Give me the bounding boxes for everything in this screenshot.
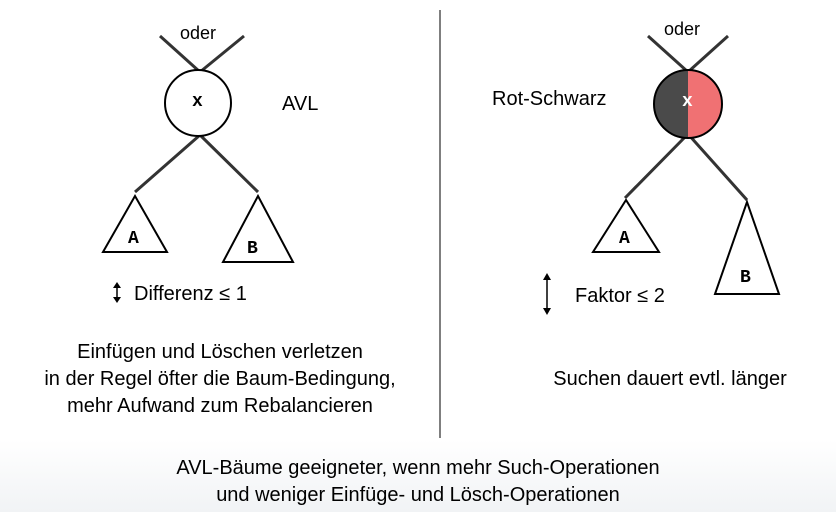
rb-note: Suchen dauert evtl. länger — [553, 368, 787, 390]
rb-balance-text: Faktor ≤ 2 — [575, 285, 665, 307]
avl-subtree-a-triangle — [101, 193, 169, 253]
parent-edge-left — [158, 34, 202, 74]
avl-top-label: oder — [180, 23, 217, 43]
avl-subtree-b-triangle — [221, 193, 295, 263]
edge-to-b — [686, 133, 749, 201]
red-black-tree — [623, 34, 749, 201]
rb-subtree-b-label: B — [740, 268, 751, 288]
rb-node-label: x — [682, 92, 693, 112]
avl-node-x — [164, 69, 232, 137]
avl-note-line-3: mehr Aufwand zum Rebalancieren — [67, 395, 373, 417]
rb-tree-name: Rot-Schwarz — [492, 88, 607, 110]
small-double-arrow-icon — [113, 282, 121, 303]
rb-top-label: oder — [664, 19, 701, 39]
bottom-band — [0, 440, 836, 512]
conclusion-line-1: AVL-Bäume geeigneter, wenn mehr Such-Ope… — [176, 457, 660, 479]
avl-balance-text: Differenz ≤ 1 — [134, 283, 247, 305]
avl-tree-name: AVL — [282, 93, 319, 115]
conclusion-line-2: und weniger Einfüge- und Lösch-Operation… — [216, 484, 620, 506]
avl-node-label: x — [192, 92, 203, 112]
edge-to-a — [134, 133, 201, 194]
tall-double-arrow-icon — [543, 273, 551, 315]
avl-note-line-1: Einfügen und Löschen verletzen — [77, 341, 363, 363]
parent-edge-right — [686, 34, 730, 74]
edge-to-a — [623, 132, 690, 200]
avl-tree — [134, 34, 260, 194]
rb-subtree-a-triangle — [591, 198, 661, 253]
avl-note-line-2: in der Regel öfter die Baum-Bedingung, — [44, 368, 396, 390]
edge-to-b — [198, 133, 260, 194]
parent-edge-left — [646, 34, 690, 74]
rb-subtree-a-label: A — [619, 229, 630, 249]
red-black-node-x — [653, 69, 723, 139]
avl-subtree-b-label: B — [247, 239, 258, 259]
avl-subtree-a-label: A — [128, 229, 139, 249]
parent-edge-right — [199, 34, 245, 74]
rb-subtree-b-triangle — [713, 198, 781, 295]
